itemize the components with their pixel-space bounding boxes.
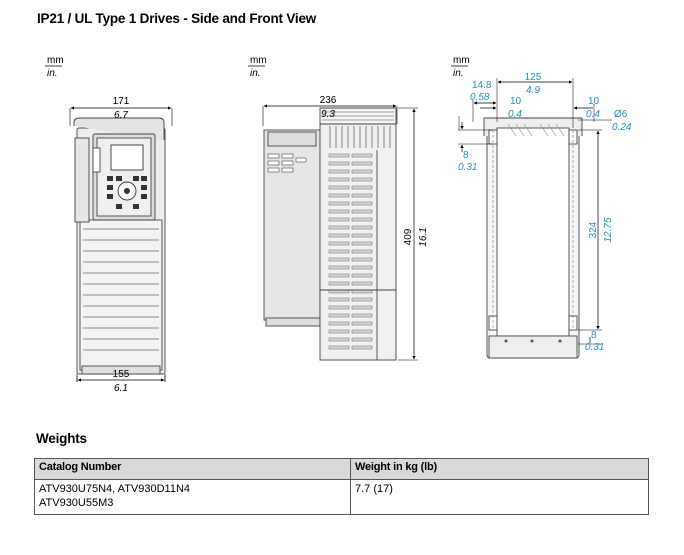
unit-legend-rear: mm in.	[451, 55, 470, 79]
table-header-row: Catalog Number Weight in kg (lb)	[34, 458, 649, 480]
side-height-dimension: 409 16.1	[398, 107, 429, 361]
column-header-catalog: Catalog Number	[34, 458, 351, 480]
rear-spacing-in: 4.9	[526, 85, 540, 96]
front-base-dimension: 155 6.1	[76, 369, 166, 394]
svg-text:6.7: 6.7	[114, 110, 128, 121]
front-width-dimension: 171 6.7	[69, 96, 173, 126]
weight-cell: 7.7 (17)	[350, 479, 649, 515]
catalog-number-cell: ATV930U75N4, ATV930D11N4 ATV930U55M3	[34, 479, 351, 515]
page-title: IP21 / UL Type 1 Drives - Side and Front…	[37, 11, 317, 26]
unit-legend-front: mm in.	[45, 55, 64, 79]
svg-text:0.4: 0.4	[508, 109, 522, 120]
catalog-line-2: ATV930U55M3	[39, 497, 114, 509]
weights-heading: Weights	[36, 431, 87, 446]
svg-text:0.58: 0.58	[470, 92, 490, 103]
svg-text:in.: in.	[250, 68, 261, 79]
svg-text:171: 171	[113, 96, 130, 107]
svg-text:10: 10	[510, 96, 522, 107]
svg-text:in.: in.	[47, 68, 58, 79]
svg-text:14.8: 14.8	[472, 80, 492, 91]
svg-text:in.: in.	[453, 68, 464, 79]
svg-text:409: 409	[403, 228, 414, 245]
weights-table: Catalog Number Weight in kg (lb) ATV930U…	[34, 458, 649, 515]
svg-text:0.4: 0.4	[586, 109, 600, 120]
column-header-weight: Weight in kg (lb)	[350, 458, 649, 480]
svg-text:mm: mm	[453, 55, 470, 66]
svg-text:0.31: 0.31	[585, 342, 604, 353]
svg-text:mm: mm	[250, 55, 267, 66]
unit-legend-side: mm in.	[248, 55, 267, 79]
svg-text:324: 324	[588, 221, 599, 238]
svg-text:8: 8	[463, 150, 469, 161]
svg-text:10: 10	[588, 96, 600, 107]
catalog-line-1: ATV930U75N4, ATV930D11N4	[39, 483, 191, 495]
rear-spacing-mm: 125	[525, 72, 542, 83]
rear-view	[483, 117, 583, 359]
svg-text:16.1: 16.1	[418, 227, 429, 246]
svg-text:8: 8	[591, 330, 597, 341]
svg-text:mm: mm	[47, 55, 64, 66]
side-view	[263, 107, 397, 361]
svg-text:12.75: 12.75	[603, 217, 614, 242]
svg-text:0.24: 0.24	[612, 122, 632, 133]
svg-text:236: 236	[320, 95, 337, 106]
side-depth-dimension: 236 9.3	[262, 95, 398, 126]
svg-text:0.31: 0.31	[458, 162, 477, 173]
dimension-drawing: mm in. mm in. mm in.	[45, 55, 632, 394]
svg-text:Ø6: Ø6	[614, 109, 628, 120]
table-row: ATV930U75N4, ATV930D11N4 ATV930U55M3 7.7…	[34, 479, 649, 515]
svg-text:6.1: 6.1	[114, 383, 128, 394]
rear-dimensions: 125 4.9 14.8 0.58 10 0.4 10 0.4 Ø6 0.24 …	[458, 72, 632, 353]
front-view	[73, 117, 166, 382]
svg-text:155: 155	[113, 369, 130, 380]
svg-text:9.3: 9.3	[321, 109, 335, 120]
